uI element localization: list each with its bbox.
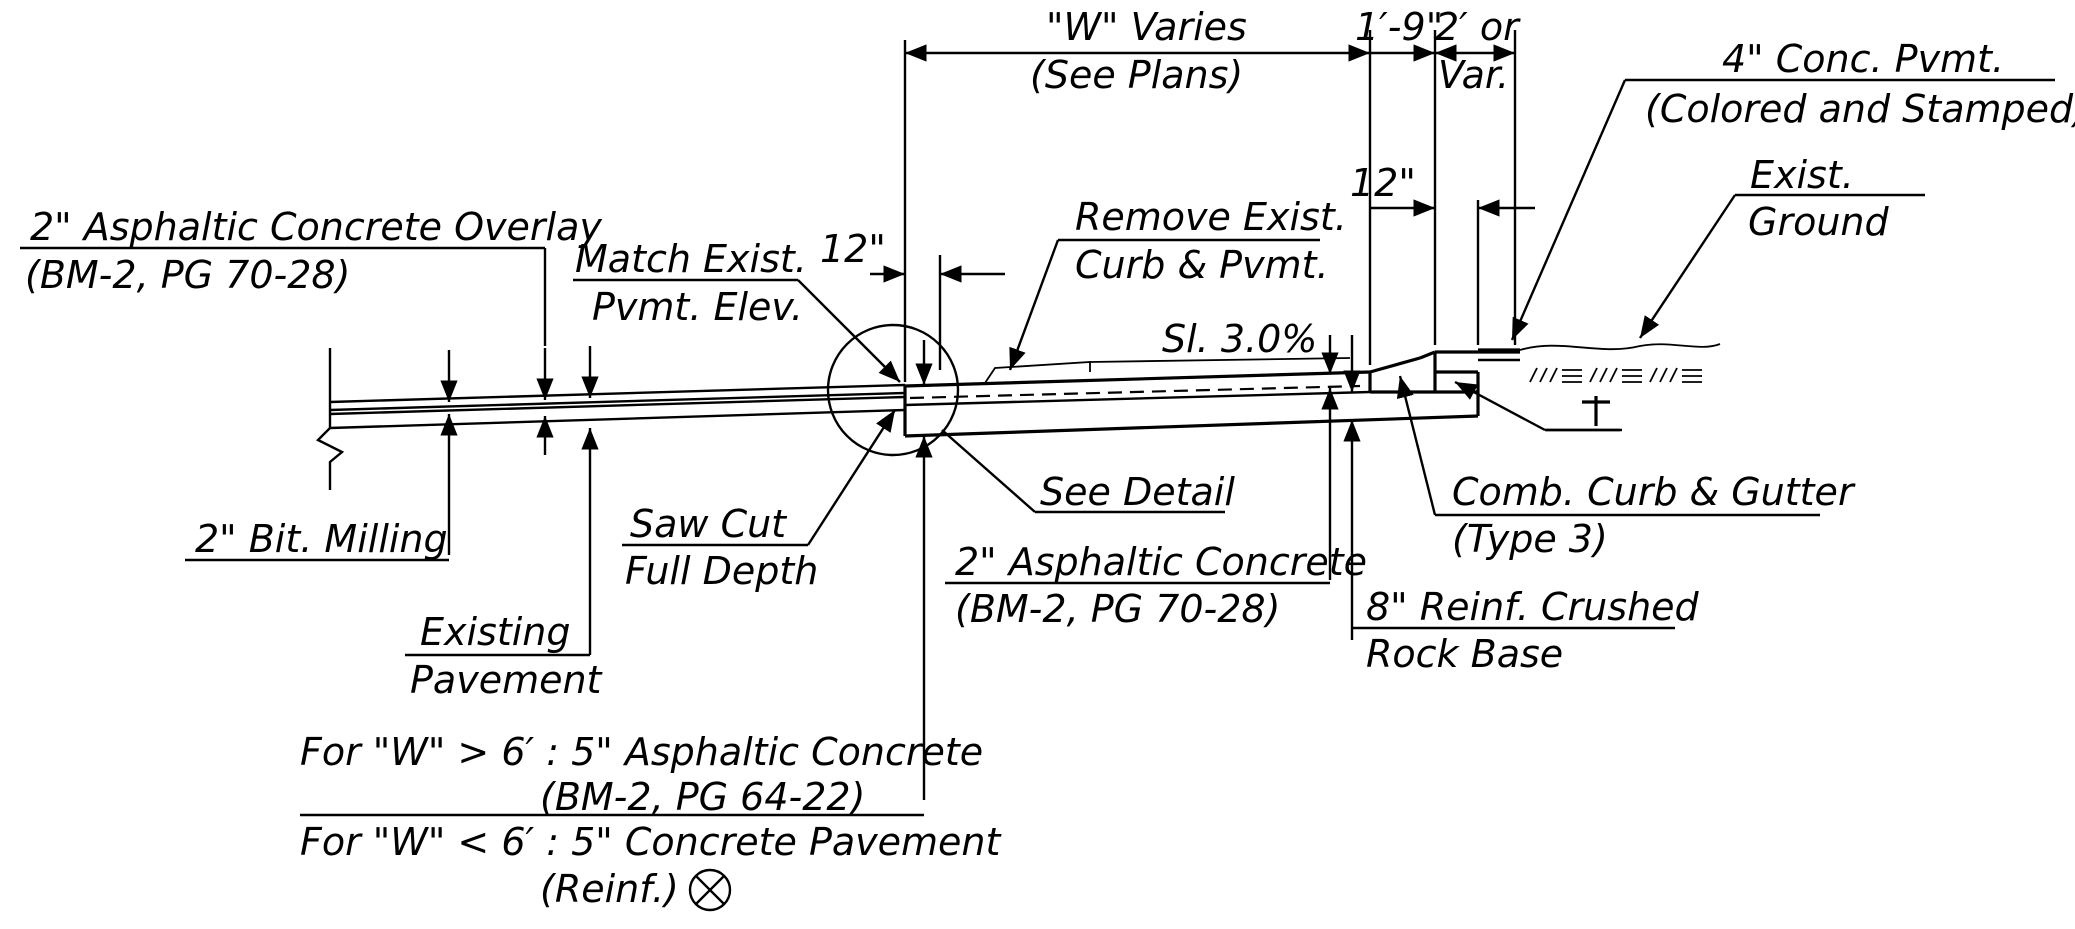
label-curb-2: (Type 3) (1452, 517, 1608, 561)
label-ac-1: 2" Asphaltic Concrete (955, 540, 1367, 584)
break-line-icon (315, 348, 345, 490)
label-dim-1-9: 1′-9" (1355, 5, 1443, 49)
label-conc-pvmt-1: 4" Conc. Pvmt. (1722, 37, 2004, 81)
label-dim-12-left: 12" (820, 227, 886, 271)
label-existing-1: Existing (420, 610, 571, 654)
new-pavement-section (903, 348, 1520, 438)
label-curb-1: Comb. Curb & Gutter (1452, 470, 1856, 514)
label-for-w-gt-1: For "W" > 6′ : 5" Asphaltic Concrete (300, 730, 983, 774)
label-see-detail: See Detail (1040, 470, 1235, 514)
label-remove-1: Remove Exist. (1075, 195, 1347, 239)
label-match-1: Match Exist. (575, 237, 807, 281)
label-remove-2: Curb & Pvmt. (1075, 243, 1329, 287)
detail-circle (826, 323, 960, 457)
dimensions (440, 30, 1535, 800)
label-overlay-1: 2" Asphaltic Concrete Overlay (30, 205, 602, 249)
label-match-2: Pvmt. Elev. (592, 285, 803, 329)
leaders (20, 78, 2055, 817)
label-saw-cut-1: Saw Cut (630, 502, 788, 546)
label-w-varies: "W" Varies (1046, 5, 1247, 49)
label-exist-ground-2: Ground (1748, 200, 1889, 244)
label-rock-2: Rock Base (1366, 632, 1563, 676)
earth-hatch-icon (1529, 367, 1702, 432)
label-rock-1: 8" Reinf. Crushed (1366, 585, 1700, 629)
label-dim-var: Var. (1438, 53, 1509, 97)
label-dim-12-right: 12" (1350, 161, 1416, 205)
labels: "W" Varies (See Plans) 1′-9" 2′ or Var. … (25, 5, 2075, 911)
label-for-w-gt-2: (BM-2, PG 64-22) (540, 775, 865, 819)
label-slope: Sl. 3.0% (1162, 317, 1317, 361)
existing-ground-line (1519, 343, 1721, 351)
label-saw-cut-2: Full Depth (625, 549, 818, 593)
label-see-plans: (See Plans) (1030, 53, 1243, 97)
label-milling: 2" Bit. Milling (195, 517, 448, 561)
label-ac-2: (BM-2, PG 70-28) (955, 587, 1280, 631)
label-for-w-lt-2: (Reinf.) (540, 867, 679, 911)
label-overlay-2: (BM-2, PG 70-28) (25, 253, 350, 297)
label-dim-2-or: 2′ or (1435, 5, 1521, 49)
circled-x-icon (688, 868, 732, 912)
label-conc-pvmt-2: (Colored and Stamped) (1645, 87, 2075, 131)
label-exist-ground-1: Exist. (1750, 153, 1854, 197)
label-for-w-lt-1: For "W" < 6′ : 5" Concrete Pavement (300, 820, 1003, 864)
label-existing-2: Pavement (410, 658, 604, 702)
existing-pavement-section (315, 348, 906, 490)
